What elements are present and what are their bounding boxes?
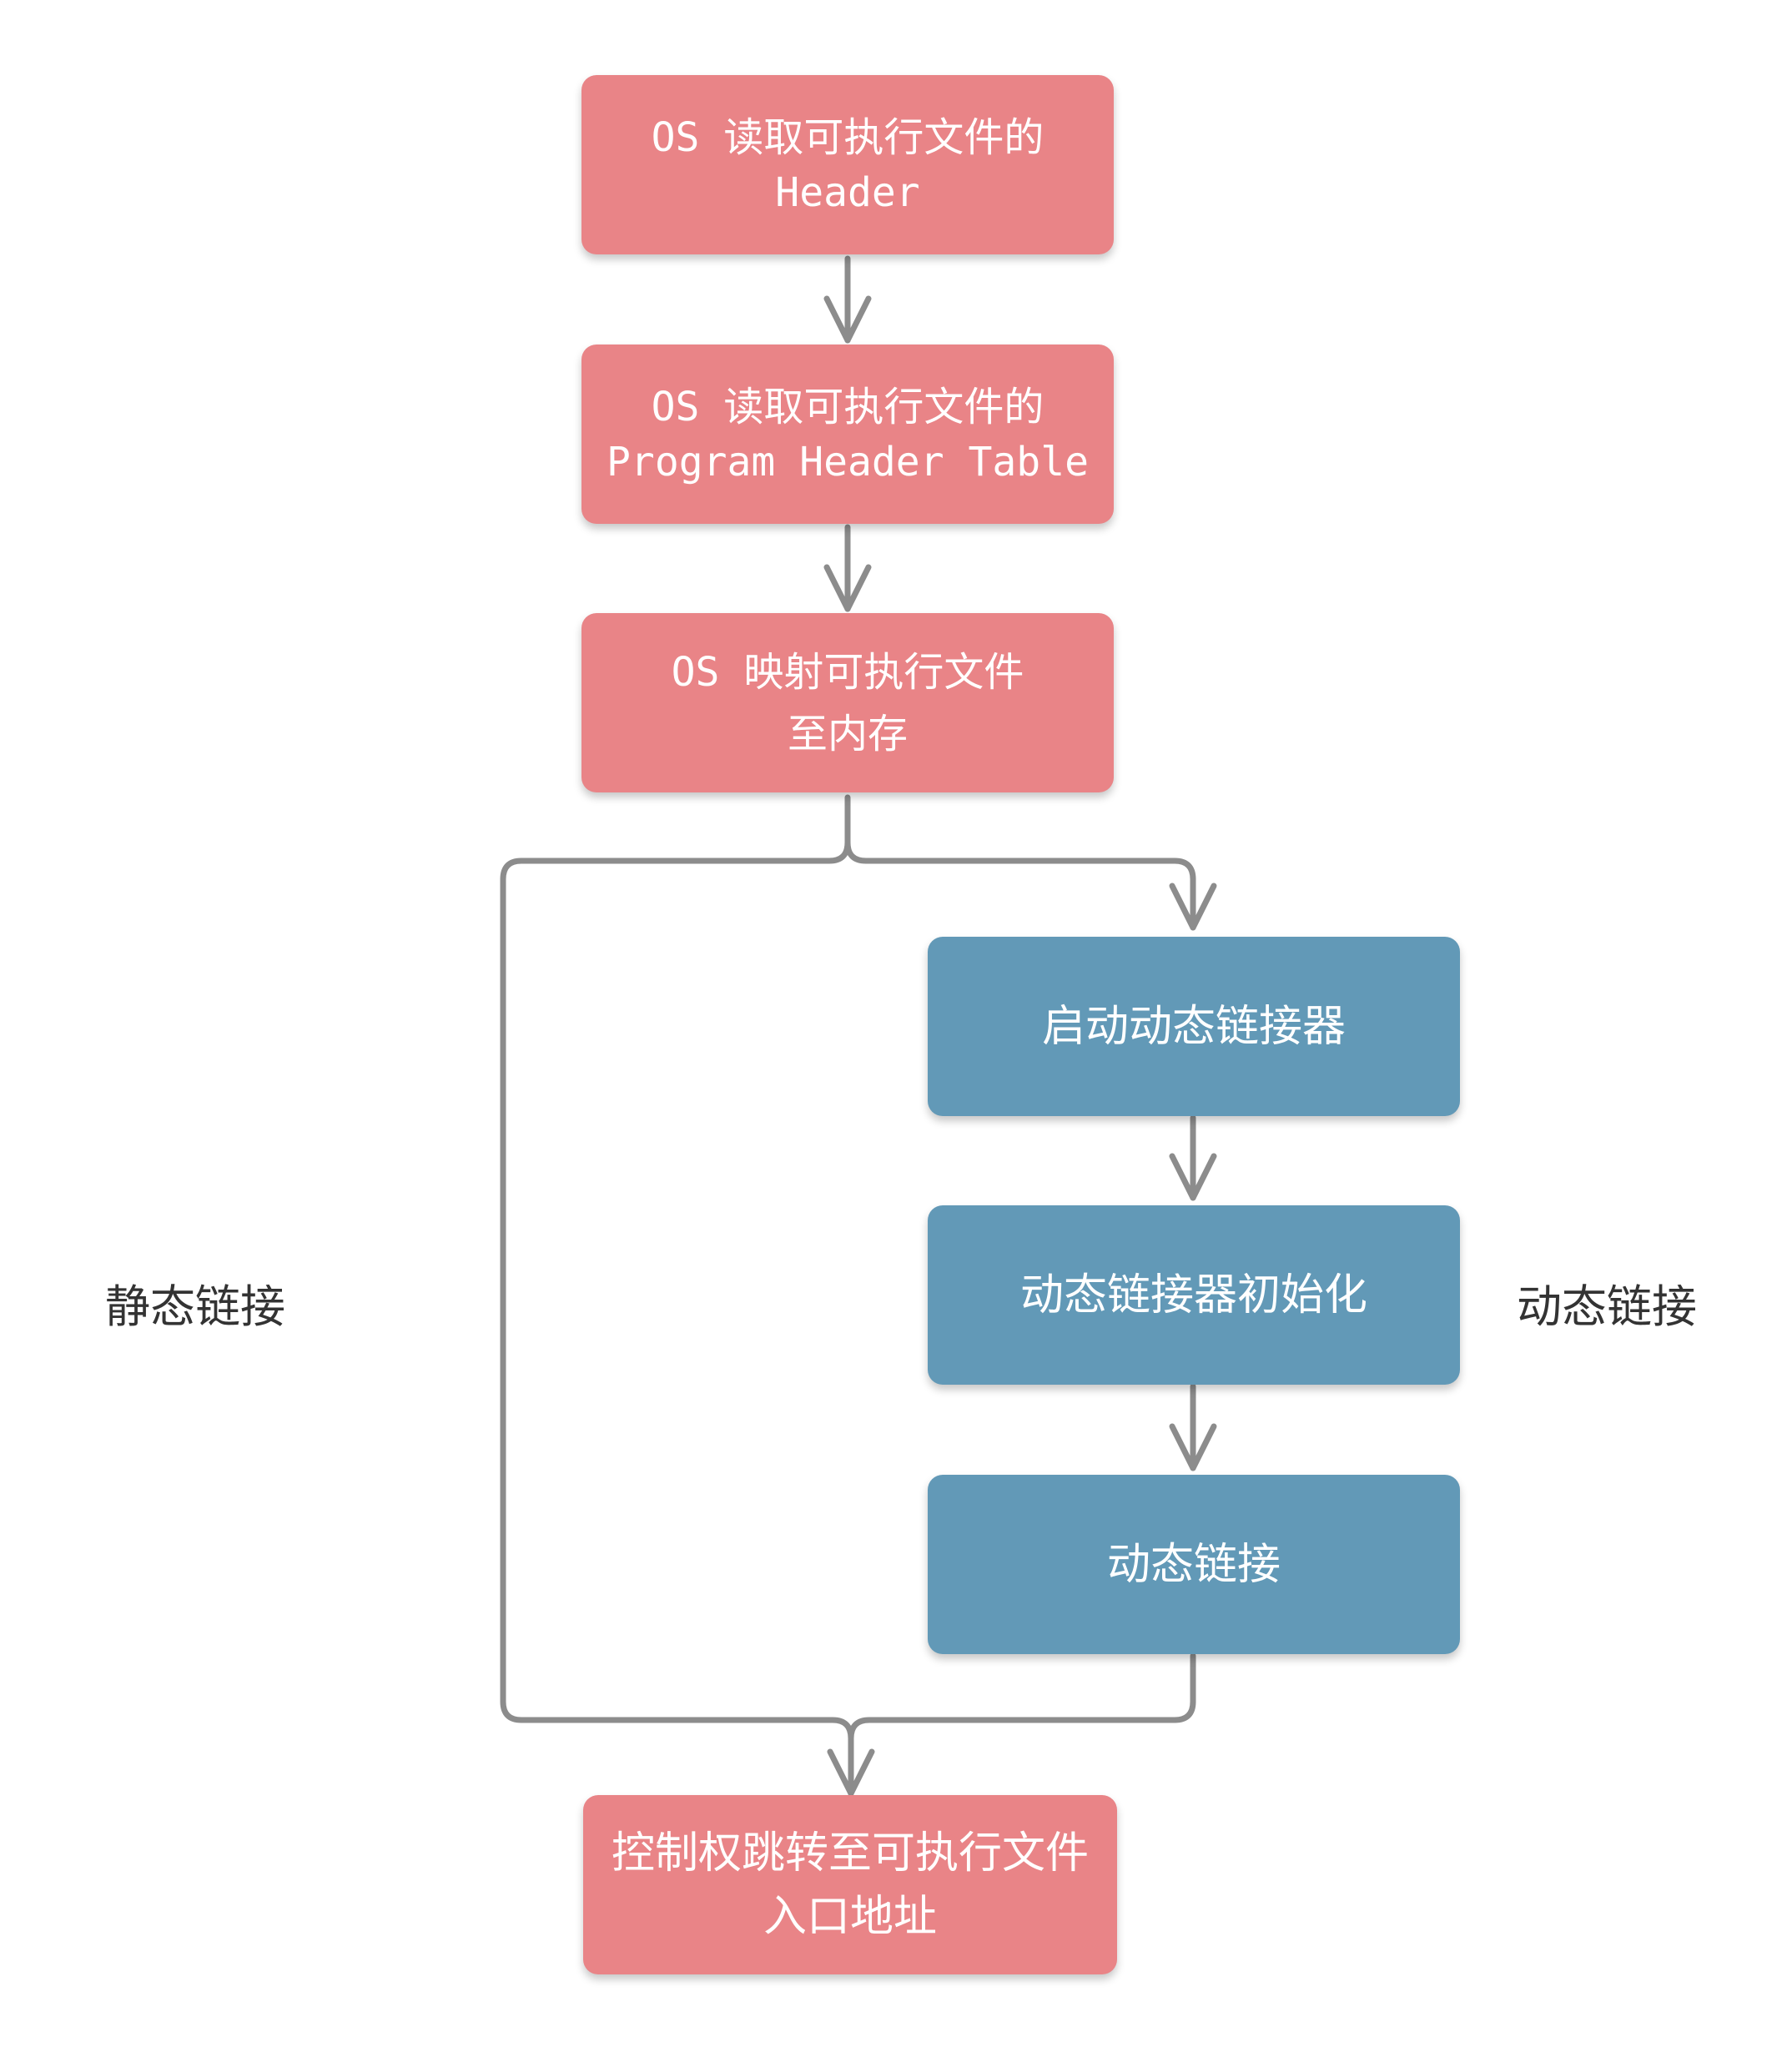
node-jump-entry: 控制权跳转至可执行文件 入口地址 bbox=[583, 1795, 1117, 1974]
node-read-header: OS 读取可执行文件的 Header bbox=[581, 75, 1114, 254]
label-dynamic-linking: 动态链接 bbox=[1517, 1280, 1697, 1333]
node-dynamic-link: 动态链接 bbox=[928, 1475, 1460, 1654]
node-read-header-line1: OS 读取可执行文件的 bbox=[651, 113, 1044, 161]
node-read-pht-line1: OS 读取可执行文件的 bbox=[651, 383, 1044, 430]
arrowhead-pht-to-map bbox=[823, 564, 872, 612]
node-map-memory-line2: 至内存 bbox=[787, 710, 908, 757]
node-map-memory: OS 映射可执行文件 至内存 bbox=[581, 613, 1114, 792]
node-linker-init: 动态链接器初始化 bbox=[928, 1205, 1460, 1385]
node-start-linker: 启动动态链接器 bbox=[928, 937, 1460, 1116]
connector-map-to-linker bbox=[844, 839, 1196, 931]
arrowhead-init-to-link bbox=[1169, 1423, 1217, 1471]
node-start-linker-label: 启动动态链接器 bbox=[1041, 1001, 1346, 1052]
node-dynamic-link-label: 动态链接 bbox=[1106, 1539, 1281, 1590]
connector-map-split bbox=[500, 794, 854, 1797]
label-static-linking: 静态链接 bbox=[105, 1280, 285, 1333]
node-read-pht-line2: Program Header Table bbox=[607, 438, 1089, 485]
node-read-header-line2: Header bbox=[775, 168, 920, 216]
node-map-memory-line1: OS 映射可执行文件 bbox=[671, 648, 1024, 696]
node-read-pht: OS 读取可执行文件的 Program Header Table bbox=[581, 345, 1114, 524]
node-jump-entry-line1: 控制权跳转至可执行文件 bbox=[611, 1828, 1089, 1878]
node-linker-init-label: 动态链接器初始化 bbox=[1019, 1270, 1367, 1320]
arrowhead-to-entry bbox=[827, 1748, 875, 1797]
arrowhead-map-to-linker bbox=[1169, 883, 1217, 931]
arrowhead-start-to-init bbox=[1169, 1153, 1217, 1201]
arrowhead-header-to-pht bbox=[823, 295, 872, 344]
node-jump-entry-line2: 入口地址 bbox=[763, 1891, 937, 1942]
connector-link-to-entry bbox=[848, 1652, 1196, 1742]
